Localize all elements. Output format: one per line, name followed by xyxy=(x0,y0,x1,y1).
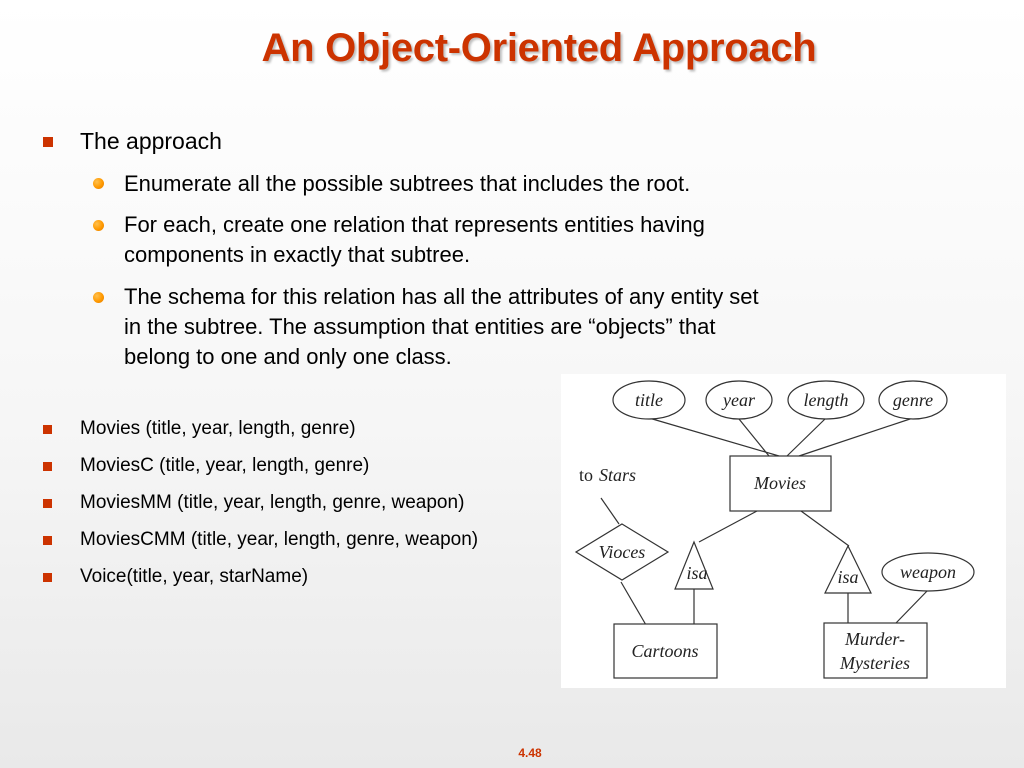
round-bullet-icon xyxy=(93,220,104,231)
entity-murder-label-line-2: Mysteries xyxy=(839,653,910,673)
relation-movies: Movies (title, year, length, genre) xyxy=(80,418,356,439)
isa-right-shape xyxy=(824,544,872,594)
approach-point-1-line-1: Enumerate all the possible subtrees that… xyxy=(124,171,691,196)
entity-cartoons-label: Cartoons xyxy=(631,641,698,661)
square-bullet-icon xyxy=(43,536,52,545)
attribute-genre-label: genre xyxy=(893,390,933,410)
attribute-genre-shape xyxy=(878,380,948,420)
entity-movies-shape xyxy=(729,455,832,512)
attribute-length-shape xyxy=(787,380,865,420)
attribute-year-shape xyxy=(705,380,773,420)
isa-right-label: isa xyxy=(837,567,858,587)
attribute-title-shape xyxy=(612,380,686,420)
relation-voice: Voice(title, year, starName) xyxy=(80,566,309,587)
approach-point-3-line-3: belong to one and only one class. xyxy=(124,344,452,369)
page-number: 4.48 xyxy=(518,746,542,760)
approach-heading: The approach xyxy=(80,128,222,154)
attribute-weapon-shape xyxy=(881,552,975,592)
approach-point-3-line-2: in the subtree. The assumption that enti… xyxy=(124,314,716,339)
relation-moviescmm: MoviesCMM (title, year, length, genre, w… xyxy=(80,529,479,550)
approach-point-3-line-1: The schema for this relation has all the… xyxy=(124,284,759,309)
relationship-vioces-label: Vioces xyxy=(599,542,646,562)
to-label-target: Stars xyxy=(599,465,636,485)
square-bullet-icon xyxy=(43,137,53,147)
approach-point-2-line-1: For each, create one relation that repre… xyxy=(124,212,705,237)
square-bullet-icon xyxy=(43,573,52,582)
relation-moviesmm: MoviesMM (title, year, length, genre, we… xyxy=(80,492,465,513)
er-diagram: title year length genre Movies to Stars … xyxy=(561,374,1006,688)
entity-cartoons-shape xyxy=(613,623,718,679)
round-bullet-icon xyxy=(93,292,104,303)
entity-movies-label: Movies xyxy=(753,473,806,493)
to-label-prefix: to xyxy=(579,465,593,485)
approach-point-2-line-2: components in exactly that subtree. xyxy=(124,242,471,267)
isa-left-label: isa xyxy=(686,563,707,583)
relationship-vioces-shape xyxy=(574,523,670,581)
attribute-weapon-label: weapon xyxy=(900,562,956,582)
slide-title: An Object-Oriented Approach xyxy=(261,26,817,70)
round-bullet-icon xyxy=(93,178,104,189)
attribute-title-label: title xyxy=(635,390,663,410)
attribute-length-label: length xyxy=(804,390,849,410)
square-bullet-icon xyxy=(43,425,52,434)
square-bullet-icon xyxy=(43,499,52,508)
square-bullet-icon xyxy=(43,462,52,471)
attribute-year-label: year xyxy=(721,390,756,410)
relation-moviesc: MoviesC (title, year, length, genre) xyxy=(80,455,370,476)
entity-murder-mysteries-shape xyxy=(823,622,928,679)
entity-murder-label-line-1: Murder- xyxy=(844,629,905,649)
isa-left-shape xyxy=(674,540,714,590)
